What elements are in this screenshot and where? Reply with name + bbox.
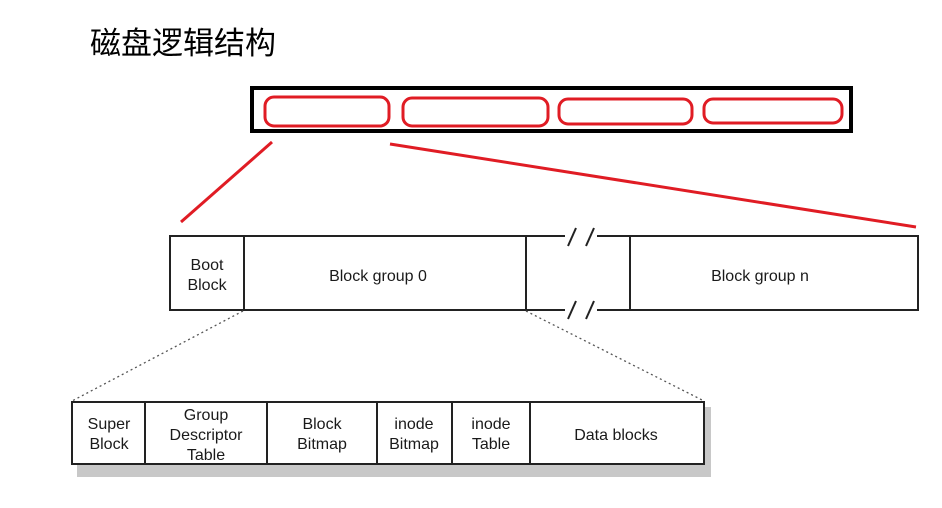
zoom-line-right [389,142,917,229]
block-bitmap-label-line2: Bitmap [297,436,347,453]
block-group-0-label: Block group 0 [329,268,427,285]
gap-bottom-mask [527,307,629,313]
zoom-line-left [180,140,273,224]
data-blocks-label: Data blocks [574,427,658,444]
inode-bitmap-label-line1: inode [394,416,433,433]
disk-segment-4 [702,97,844,125]
inode-bitmap-label-line2: Bitmap [389,436,439,453]
boot-block-label-line1: Boot [191,257,224,274]
expand-line-left [71,310,244,402]
break-mark-bottom [567,300,595,320]
gdt-label-line3: Table [187,447,225,464]
block-group-n-label: Block group n [711,268,809,285]
super-block-label-line1: Super [88,416,131,433]
disk-segment-3 [557,97,694,126]
inode-table-label-line1: inode [471,416,510,433]
inode-table-label-line2: Table [472,436,510,453]
disk-bar [250,86,853,133]
gdt-label-line2: Descriptor [170,427,244,444]
diagram-title: 磁盘逻辑结构 [90,26,276,62]
partition-layout: Boot Block Block group 0 Block group n [169,227,919,320]
break-mark-top [567,227,595,247]
boot-block-label-line2: Block [187,277,227,294]
disk-bar-frame [250,86,853,133]
detail-frame [71,401,705,465]
disk-segment-1 [263,95,391,128]
super-block-label-line2: Block [89,436,129,453]
disk-segment-2 [401,96,550,128]
block-group-detail: Super Block Group Descriptor Table Block… [71,401,711,477]
gdt-label-line1: Group [184,407,229,424]
gap-top-mask [527,233,629,239]
block-bitmap-label-line1: Block [302,416,342,433]
expand-line-right [525,310,705,402]
